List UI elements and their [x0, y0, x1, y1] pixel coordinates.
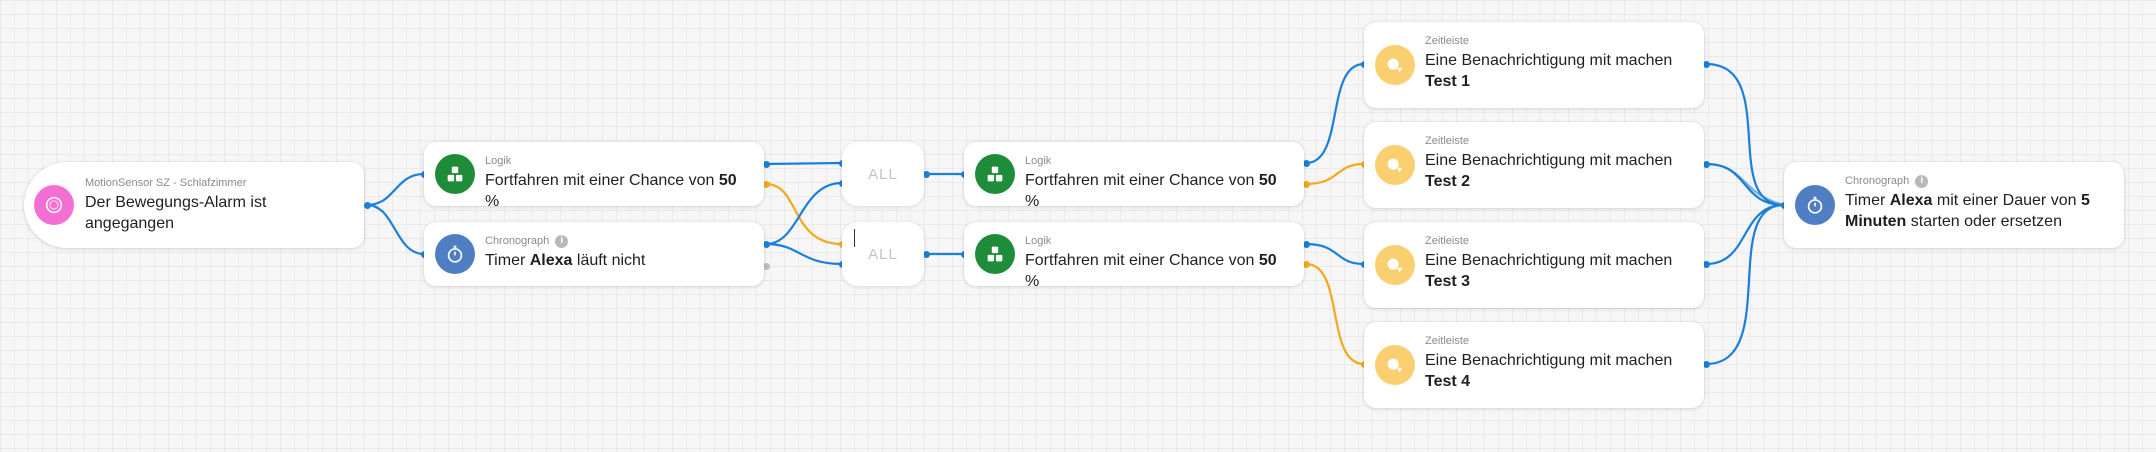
logic2-true-port[interactable] — [1302, 159, 1310, 167]
node-text: Fortfahren mit einer Chance von 50 % — [1025, 172, 1277, 210]
node-text: Timer Alexa läuft nicht — [485, 252, 646, 269]
notification-icon — [1375, 345, 1415, 385]
node-text: Fortfahren mit einer Chance von 50 % — [485, 172, 737, 210]
logic-node-1[interactable]: Logik Fortfahren mit einer Chance von 50… — [424, 142, 764, 210]
text-cursor — [854, 229, 855, 247]
logic-icon — [435, 154, 475, 194]
node-caption: Logik — [1025, 155, 1052, 167]
all2-output-port[interactable] — [922, 250, 930, 258]
node-text: Der Bewegungs-Alarm ist angegangen — [85, 194, 267, 232]
notif3-output-port[interactable] — [1702, 260, 1710, 268]
notification-icon — [1375, 45, 1415, 85]
stopwatch-icon — [1795, 185, 1835, 225]
trigger-output-port[interactable] — [363, 201, 371, 209]
notification-icon — [1375, 245, 1415, 285]
motion-sensor-icon — [34, 185, 74, 225]
chrono1-false-port[interactable] — [762, 262, 770, 270]
node-text: Timer Alexa mit einer Dauer von 5 Minute… — [1845, 192, 2090, 230]
logic1-false-port[interactable] — [762, 180, 770, 188]
node-caption: MotionSensor SZ - Schlafzimmer — [85, 177, 247, 189]
logic-icon — [975, 154, 1015, 194]
stopwatch-icon — [435, 234, 475, 274]
logic-node-3[interactable]: Logik Fortfahren mit einer Chance von 50… — [964, 222, 1304, 290]
notification-node-3[interactable]: Zeitleiste Eine Benachrichtigung mit mac… — [1364, 222, 1704, 308]
all-gate-1[interactable]: ALL — [842, 142, 924, 206]
notif2-output-port[interactable] — [1702, 160, 1710, 168]
node-caption: Logik — [485, 155, 512, 167]
notif4-output-port[interactable] — [1702, 360, 1710, 368]
info-icon[interactable]: i — [1915, 174, 1929, 188]
node-caption: Zeitleiste — [1425, 235, 1470, 247]
node-text: Fortfahren mit einer Chance von 50 % — [1025, 252, 1277, 290]
notif1-output-port[interactable] — [1702, 60, 1710, 68]
node-caption: Zeitleiste — [1425, 135, 1470, 147]
logic2-false-port[interactable] — [1302, 180, 1310, 188]
gate-label: ALL — [868, 245, 898, 263]
all1-output-port[interactable] — [922, 170, 930, 178]
trigger-node[interactable]: MotionSensor SZ - Schlafzimmer Der Beweg… — [24, 162, 364, 248]
node-caption: Logik — [1025, 235, 1052, 247]
logic1-true-port[interactable] — [762, 160, 770, 168]
logic3-false-port[interactable] — [1302, 260, 1310, 268]
logic-node-2[interactable]: Logik Fortfahren mit einer Chance von 50… — [964, 142, 1304, 210]
notification-node-2[interactable]: Zeitleiste Eine Benachrichtigung mit mac… — [1364, 122, 1704, 208]
notification-icon — [1375, 145, 1415, 185]
node-caption: Zeitleiste — [1425, 35, 1470, 47]
logic3-true-port[interactable] — [1302, 240, 1310, 248]
all-gate-2[interactable]: ALL — [842, 222, 924, 286]
logic-icon — [975, 234, 1015, 274]
info-icon[interactable]: i — [555, 234, 569, 248]
notification-node-4[interactable]: Zeitleiste Eine Benachrichtigung mit mac… — [1364, 322, 1704, 408]
chrono1-true-port[interactable] — [762, 240, 770, 248]
gate-label: ALL — [868, 165, 898, 183]
notification-node-1[interactable]: Zeitleiste Eine Benachrichtigung mit mac… — [1364, 22, 1704, 108]
node-caption: Zeitleiste — [1425, 335, 1470, 347]
